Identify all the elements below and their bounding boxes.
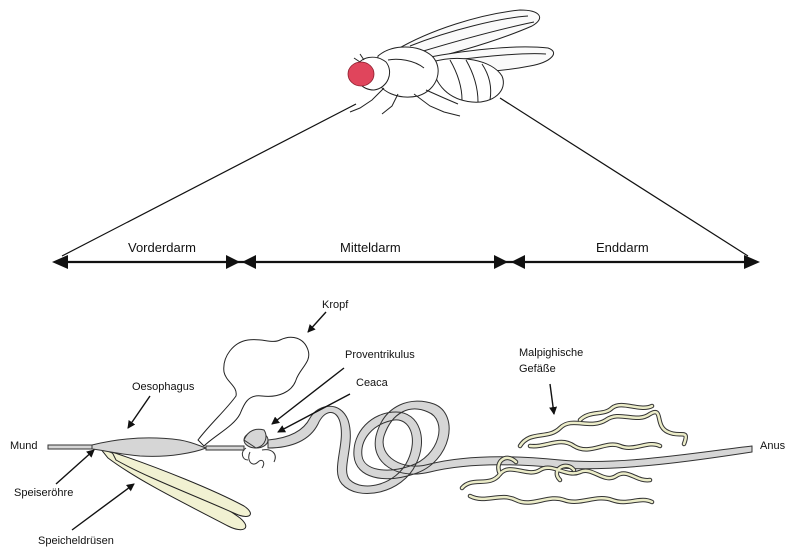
label-oesophagus: Oesophagus [132,381,194,394]
label-speicheldruesen: Speicheldrüsen [38,535,114,548]
label-ceaca: Ceaca [356,377,388,390]
malpighian-tubules [462,405,686,502]
projection-line-left [62,104,356,256]
arrow-malpighische [550,384,554,414]
malpighian-tubules-fill [462,405,686,502]
section-label-vorderdarm: Vorderdarm [128,240,196,255]
arrow-speiseroehre [56,450,94,484]
label-malpighische-line1: Malpighische [519,347,583,360]
arrow-speicheldruesen [72,484,134,530]
label-mund: Mund [10,440,38,453]
label-anus: Anus [760,440,785,453]
label-speiseroehre: Speiseröhre [14,487,73,500]
section-axis [52,255,760,269]
section-label-enddarm: Enddarm [596,240,649,255]
arrow-kropf [308,312,326,332]
projection-line-right [500,98,748,256]
label-proventrikulus: Proventrikulus [345,349,415,362]
fly-illustration [350,10,554,116]
section-label-mitteldarm: Mitteldarm [340,240,401,255]
fly-eye [348,62,374,86]
label-malpighische-line2: Gefäße [519,363,556,376]
label-kropf: Kropf [322,299,348,312]
arrow-oesophagus [128,396,150,428]
salivary-glands [100,448,250,530]
